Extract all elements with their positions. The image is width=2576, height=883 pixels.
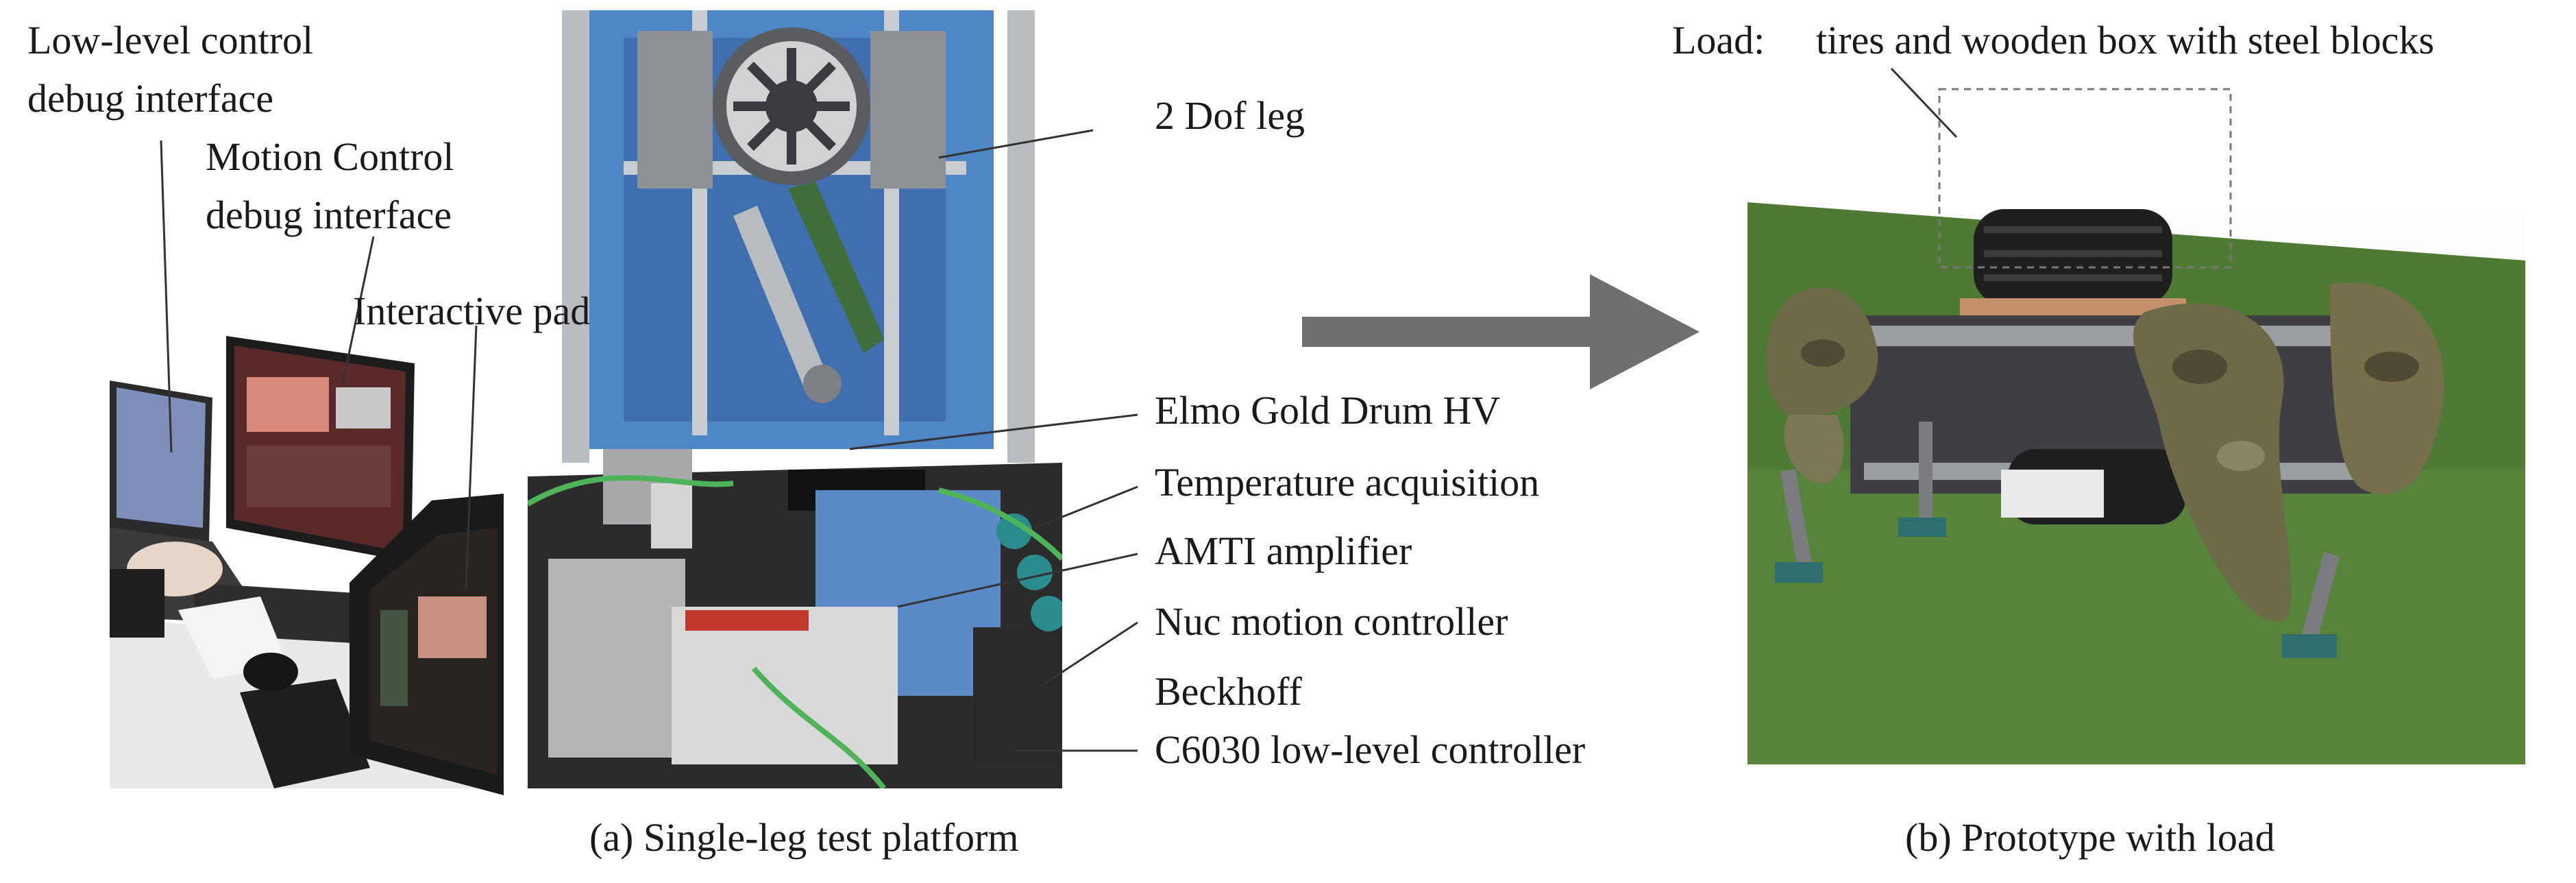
prototype-photo [1747, 195, 2525, 764]
load-leader-line [1890, 67, 1958, 138]
load-prefix-label: Load: [1672, 18, 1765, 62]
load-description-label: tires and wooden box with steel blocks [1816, 18, 2435, 62]
temperature-label: Temperature acquisition [1155, 460, 1540, 505]
beckhoff-label-line1: Beckhoff [1155, 669, 1302, 714]
interactive-pad-label: Interactive pad [353, 289, 591, 333]
caption-b: (b) Prototype with load [1905, 815, 2275, 860]
low-level-label-line1: Low-level control [27, 18, 314, 62]
single-leg-platform-photo [528, 10, 1062, 788]
caption-a: (a) Single-leg test platform [589, 815, 1019, 860]
dof-leg-label: 2 Dof leg [1155, 93, 1305, 138]
interactive-pad-photo [349, 494, 504, 795]
beckhoff-label-line2: C6030 low-level controller [1155, 727, 1586, 772]
amti-label: AMTI amplifier [1155, 529, 1412, 573]
low-level-label-line2: debug interface [27, 76, 274, 121]
right-arrow [1302, 274, 1700, 389]
motion-control-label-line2: debug interface [206, 193, 452, 237]
nuc-label: Nuc motion controller [1155, 599, 1508, 644]
elmo-label: Elmo Gold Drum HV [1155, 388, 1501, 433]
motion-control-label-line1: Motion Control [206, 134, 454, 179]
